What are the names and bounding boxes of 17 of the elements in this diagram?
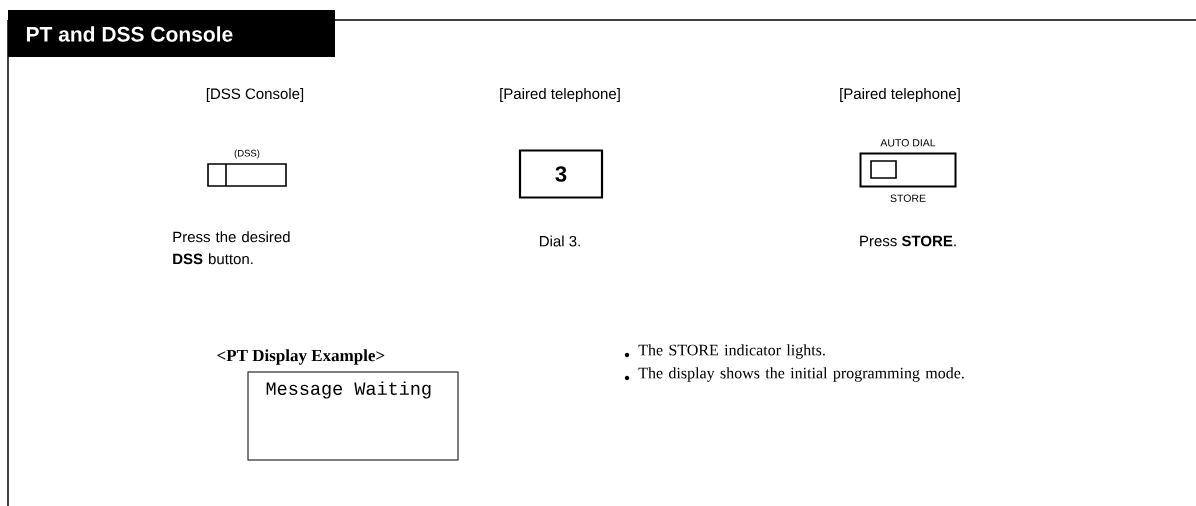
instruction-text: Press STORE. [860,235,956,247]
instruction-text: Dial 3. [539,235,580,247]
bullet-text: The display shows the initial programming mode. [624,367,964,382]
display-box: <PT Display Example> Message Waiting [217,349,459,461]
device-caption: [Paired telephone] [840,88,960,102]
key-button: 3 [518,149,604,199]
node-label: <PT Display Example> [217,349,385,365]
device-caption: [Paired telephone] [500,88,620,102]
dss-button: (DSS) [207,149,287,187]
title-bar: PT and DSS Console [8,10,335,57]
node-label: STORE [890,194,926,202]
bullet-text: The STORE indicator lights. [624,344,825,359]
store-button: AUTO DIAL STORE [859,139,957,202]
device-caption: [DSS Console] [206,88,304,102]
instruction-text: Press the desired DSS button. [173,231,290,265]
node-label: (DSS) [234,149,260,159]
node-label: AUTO DIAL [880,139,936,147]
